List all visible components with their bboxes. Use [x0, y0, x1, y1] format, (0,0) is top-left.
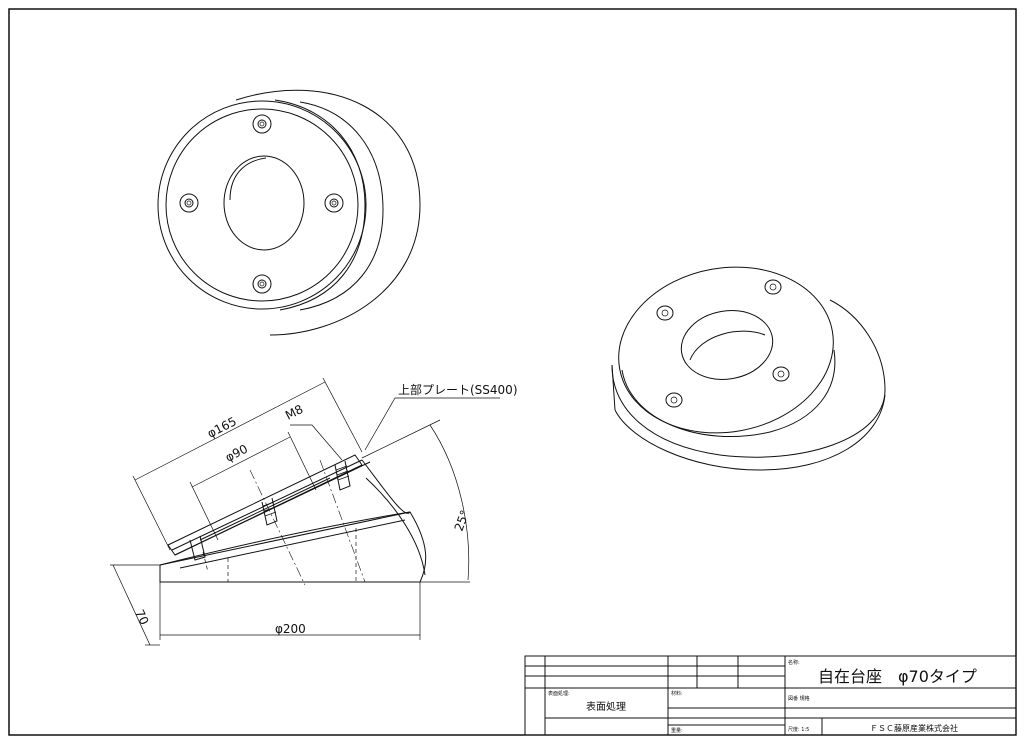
plate-label: 上部プレート(SS400): [398, 382, 518, 397]
dim-d200: φ200: [275, 622, 306, 636]
bolt-middle: [261, 497, 278, 526]
bolt-hole-iso-4: [665, 392, 683, 408]
name-label: 名称:: [788, 659, 800, 666]
material-label: 材料:: [671, 690, 683, 697]
bolt-hole-left: [179, 193, 199, 213]
bolt-hole-iso-2: [764, 279, 782, 295]
bolt-hole-bottom: [252, 274, 272, 294]
scale-label: 尺度: 1:5: [788, 726, 809, 733]
isometric-view-right: [611, 266, 886, 471]
dim-angle: 25°: [452, 508, 472, 533]
bolt-hole-top: [252, 114, 272, 134]
company-name: ＦＳＣ藤原産業株式会社: [870, 723, 958, 733]
side-view: [110, 377, 500, 646]
weight-label: 重量:: [671, 727, 683, 734]
surface-treatment-value: 表面処理: [586, 700, 626, 713]
dim-d90: φ90: [223, 442, 250, 465]
sheet-border: [8, 8, 1017, 736]
bolt-right: [334, 460, 351, 491]
title-block: [524, 655, 1017, 736]
drawing-no-label: 図番 規格: [788, 695, 810, 702]
drawing-title: 自在台座 φ70タイプ: [818, 667, 977, 686]
dim-d165: φ165: [205, 414, 239, 440]
bolt-hole-iso-1: [656, 305, 674, 321]
isometric-view-front: [157, 89, 421, 336]
bolt-hole-right: [324, 193, 344, 213]
surface-treatment-label: 表面処理:: [548, 690, 570, 697]
bolt-hole-iso-3: [772, 366, 790, 382]
dim-h70: 70: [132, 607, 151, 627]
dim-m8: M8: [283, 402, 305, 423]
bolt-left: [189, 535, 209, 573]
